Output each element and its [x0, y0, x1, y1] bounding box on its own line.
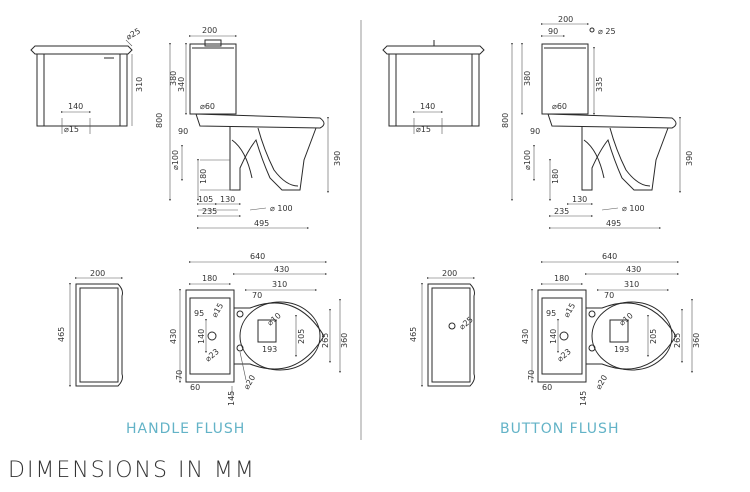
- side-tank-depth-label: 340: [177, 77, 186, 92]
- plan-180-label: 180: [554, 274, 569, 283]
- toilet-plan-view: [537, 289, 677, 383]
- plan-95-label: 95: [546, 309, 556, 318]
- plan-tank-width-label: 200: [442, 269, 457, 278]
- plan-265-label: 265: [673, 333, 682, 348]
- side-view: [189, 39, 325, 211]
- plan-dia20-label: ⌀20: [242, 374, 257, 391]
- plan-205-label: 205: [649, 329, 658, 344]
- side-130-label: 130: [572, 195, 587, 204]
- plan-70-label: 70: [252, 291, 262, 300]
- plan-tank-width-label: 200: [90, 269, 105, 278]
- side-inlet-label: ⌀60: [552, 102, 567, 111]
- plan-dia15-label: ⌀15: [210, 302, 225, 319]
- side-outlet-height-label: 180: [551, 169, 560, 184]
- side-bowl-height-label: 390: [685, 151, 694, 166]
- plan-193-label: 193: [614, 345, 629, 354]
- side-tank-height-label: 380: [169, 71, 178, 86]
- plan-145-label: 145: [227, 391, 236, 406]
- side-130-label: 130: [220, 195, 235, 204]
- tank-height-label: 310: [135, 77, 144, 92]
- plan-dia10-label: ⌀10: [266, 311, 283, 328]
- plan-tank-depth-label: 465: [409, 327, 418, 342]
- tank-spacing-label: 140: [420, 102, 435, 111]
- tank-front-view: [382, 40, 485, 134]
- side-105-label: 105: [198, 195, 213, 204]
- tank-front-view: [30, 39, 133, 134]
- plan-dimension-lines: [530, 260, 694, 384]
- side-outlet-label: ⌀100: [171, 150, 180, 170]
- plan-dia10-label: ⌀10: [618, 311, 635, 328]
- side-tank-width-label: 200: [558, 15, 573, 24]
- plan-310-label: 310: [624, 280, 639, 289]
- plan-dia25-label: ⌀25: [458, 315, 475, 332]
- plan-360-label: 360: [340, 333, 349, 348]
- tank-plan-view: [68, 276, 124, 388]
- side-tank-depth-label: 335: [595, 77, 604, 92]
- plan-430-label: 430: [626, 265, 641, 274]
- dimensions-caption: DIMENSIONS IN MM: [8, 458, 256, 483]
- tank-spacing-label: 140: [68, 102, 83, 111]
- side-tank-height-label: 380: [523, 71, 532, 86]
- plan-430-depth-label: 430: [521, 329, 530, 344]
- plan-265-label: 265: [321, 333, 330, 348]
- side-inlet-label: ⌀60: [200, 102, 215, 111]
- plan-70-label: 70: [604, 291, 614, 300]
- plan-dimension-lines: [178, 260, 342, 400]
- side-495-label: 495: [254, 219, 269, 228]
- plan-tank-depth-label: 465: [57, 327, 66, 342]
- side-offset-label: 90: [530, 127, 540, 136]
- handle-flush-label: HANDLE FLUSH: [126, 421, 246, 437]
- plan-310-label: 310: [272, 280, 287, 289]
- plan-640-label: 640: [250, 252, 265, 261]
- plan-dia20-label: ⌀20: [594, 374, 609, 391]
- tank-hole-label: ⌀15: [416, 125, 431, 134]
- side-235-label: 235: [554, 207, 569, 216]
- side-overall-height-label: 800: [155, 113, 164, 128]
- plan-140-label: 140: [197, 329, 206, 344]
- plan-180-label: 180: [202, 274, 217, 283]
- plan-430-label: 430: [274, 265, 289, 274]
- plan-60-label: 60: [190, 383, 200, 392]
- plan-145-label: 145: [579, 391, 588, 406]
- side-outlet-height-label: 180: [199, 169, 208, 184]
- plan-360-label: 360: [692, 333, 701, 348]
- side-pipe-label: ⌀ 100: [622, 204, 645, 213]
- side-bowl-height-label: 390: [333, 151, 342, 166]
- side-outlet-label: ⌀100: [523, 150, 532, 170]
- side-pipe-label: ⌀ 100: [270, 204, 293, 213]
- plan-193-label: 193: [262, 345, 277, 354]
- toilet-plan-view: [185, 289, 325, 383]
- side-view: [541, 27, 677, 191]
- side-235-label: 235: [202, 207, 217, 216]
- tank-plan-view: [420, 276, 476, 388]
- plan-60-label: 60: [542, 383, 552, 392]
- side-offset-label: 90: [178, 127, 188, 136]
- side-tank-width-label: 200: [202, 26, 217, 35]
- tank-top-diameter-label: ⌀25: [125, 26, 142, 41]
- plan-70-depth-label: 70: [175, 370, 184, 380]
- plan-140-label: 140: [549, 329, 558, 344]
- variant-handle-flush: 140 ⌀15 310 ⌀25: [30, 26, 349, 406]
- plan-dia15-label: ⌀15: [562, 302, 577, 319]
- plan-640-label: 640: [602, 252, 617, 261]
- tank-top-diameter-label: ⌀ 25: [598, 27, 616, 36]
- side-dimension-lines: [168, 34, 330, 230]
- plan-430-depth-label: 430: [169, 329, 178, 344]
- tank-hole-label: ⌀15: [64, 125, 79, 134]
- side-overall-height-label: 800: [501, 113, 510, 128]
- side-dimension-lines: [510, 22, 682, 230]
- plan-70-depth-label: 70: [527, 370, 536, 380]
- side-495-label: 495: [606, 219, 621, 228]
- side-second-dim-label: 90: [548, 27, 558, 36]
- plan-95-label: 95: [194, 309, 204, 318]
- plan-205-label: 205: [297, 329, 306, 344]
- button-flush-label: BUTTON FLUSH: [500, 421, 620, 437]
- variant-button-flush: 140 ⌀15 200 90 ⌀ 25 380: [382, 15, 701, 406]
